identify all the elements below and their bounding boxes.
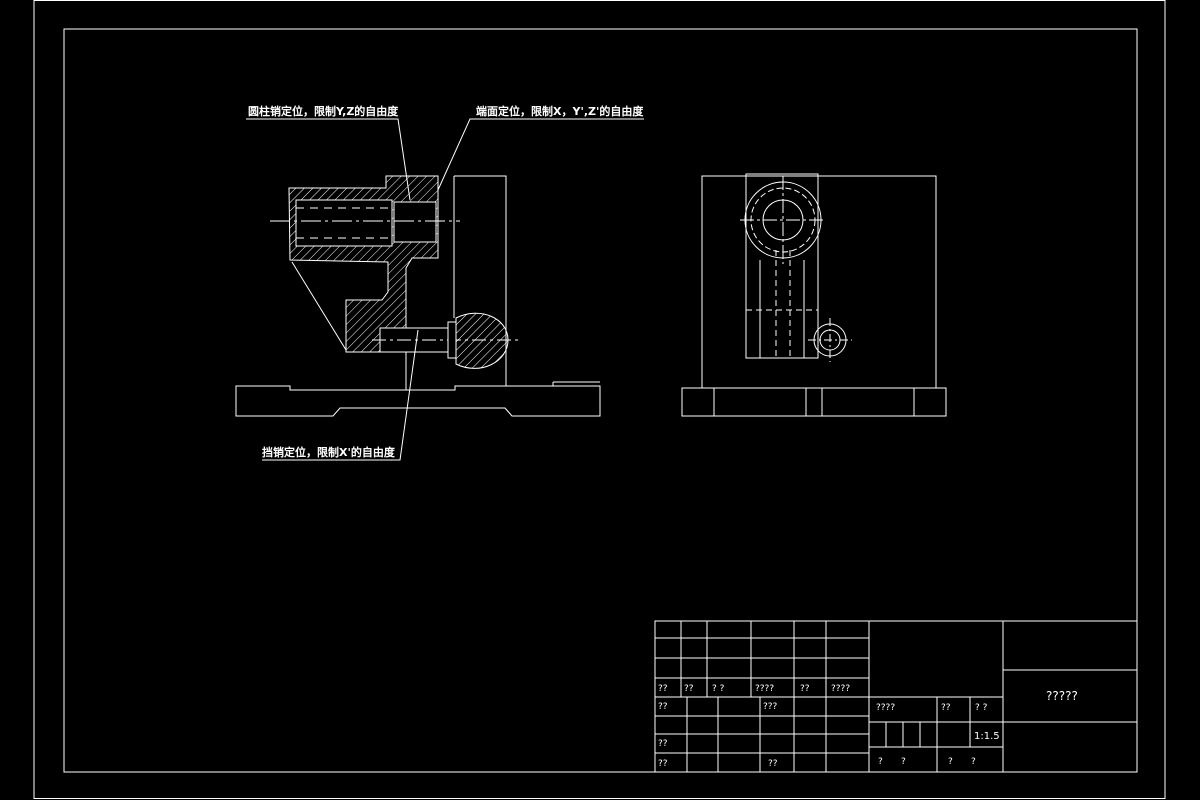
tb-label-6: ???? <box>831 684 850 694</box>
tb-stage-label: ???? <box>876 703 895 713</box>
tb-label-1: ?? <box>658 684 668 694</box>
tb-label-3: ? ? <box>712 684 725 694</box>
tb-designer-label: ?? <box>658 702 668 712</box>
tb-scale-value: 1:1.5 <box>974 731 1000 742</box>
tb-drawing-name: ????? <box>1046 689 1078 703</box>
tb-review-label: ?? <box>658 739 668 749</box>
sheet-inner-border <box>63 28 1138 773</box>
leader-lines <box>246 118 644 461</box>
cylindrical-pin-annotation: 圆柱销定位，限制Y,Z的自由度 <box>248 104 399 118</box>
tb-standard-label: ??? <box>763 702 778 712</box>
hatched-pin-boss <box>455 312 509 369</box>
tb-label-2: ?? <box>684 684 694 694</box>
tb-weight-label: ?? <box>941 703 951 713</box>
tb-sheet-a: ? <box>878 757 883 767</box>
sheet-outer-border <box>33 0 1166 799</box>
tb-label-4: ???? <box>755 684 774 694</box>
tb-sheet-b: ? <box>901 757 906 767</box>
front-view <box>235 175 601 417</box>
side-view <box>681 173 947 417</box>
tb-approve-label: ?? <box>768 759 778 769</box>
tb-craft-label: ?? <box>658 759 668 769</box>
tb-qty-label: ? ? <box>975 703 988 713</box>
end-face-annotation: 端面定位，限制X，Y',Z'的自由度 <box>476 104 644 118</box>
stop-pin-annotation: 挡销定位，限制X'的自由度 <box>262 445 396 459</box>
tb-label-5: ?? <box>800 684 810 694</box>
tb-sheet-d: ? <box>971 757 976 767</box>
title-block <box>654 620 1138 773</box>
tb-sheet-c: ? <box>948 757 953 767</box>
